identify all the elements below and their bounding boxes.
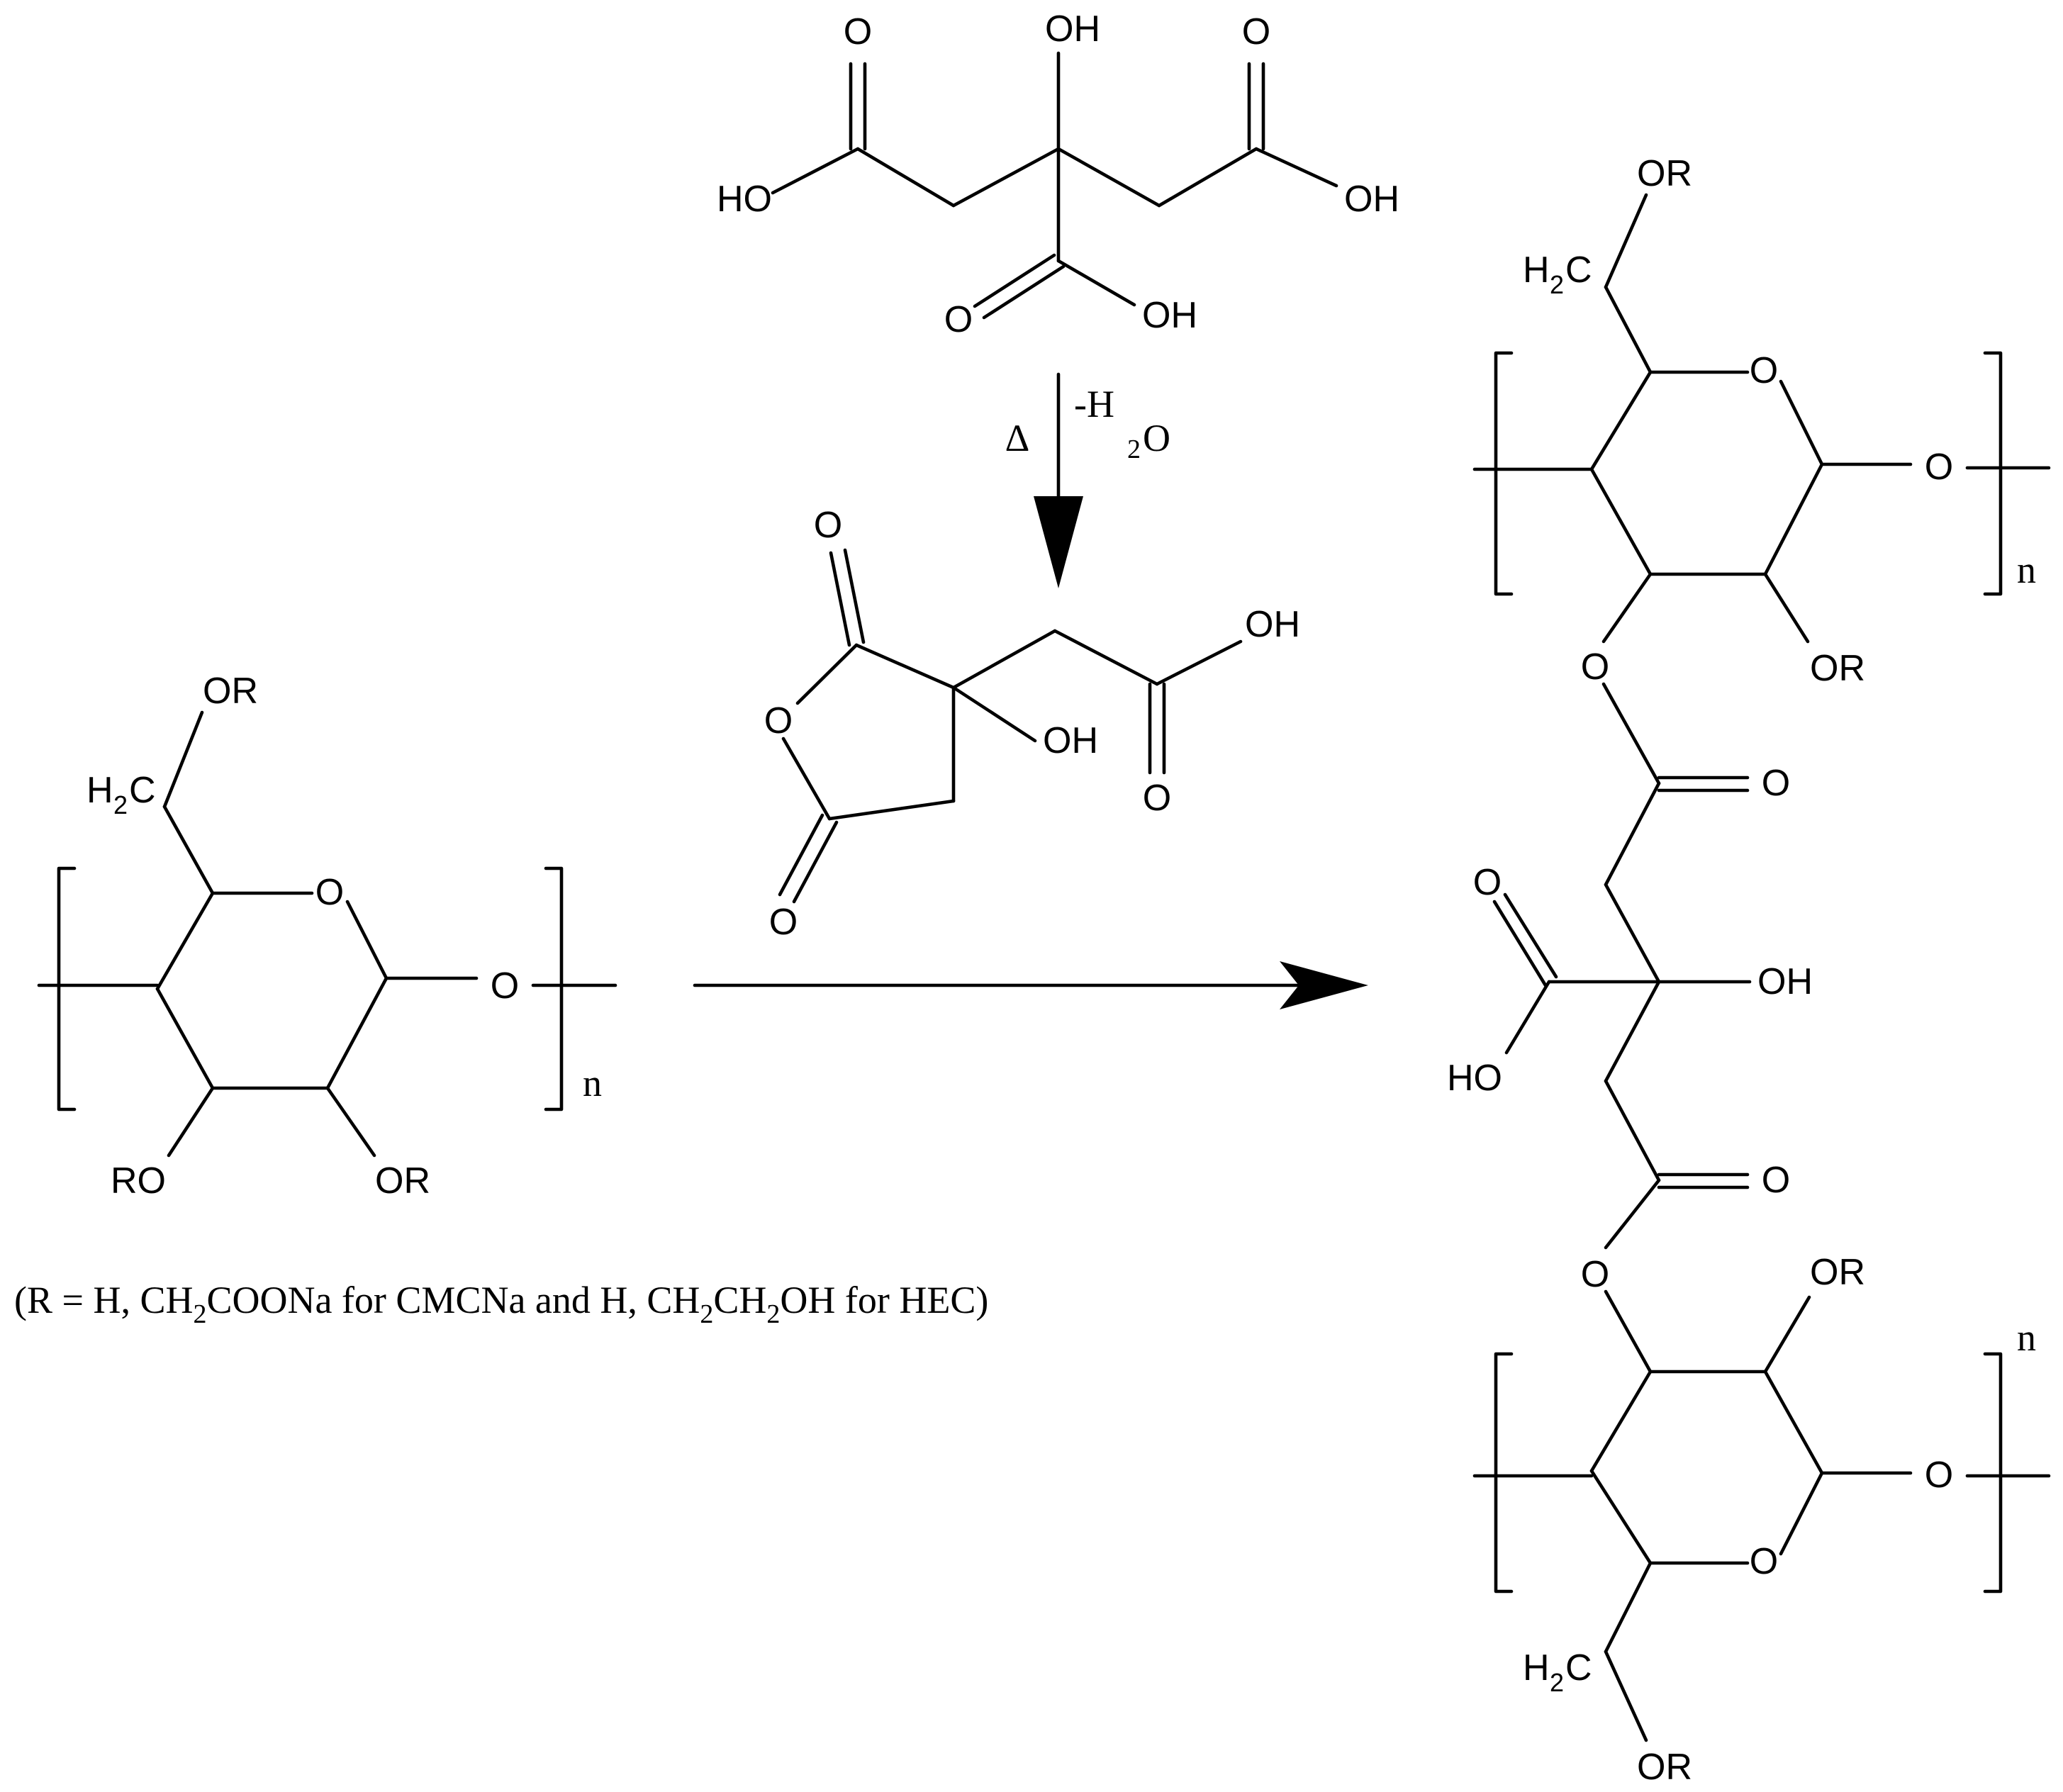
product-cellulose-unit-top: O O OR H 2 C OR n [1472,153,2051,689]
footnote-part4: OH for HEC) [780,1279,988,1321]
oxygen-label: O [1143,417,1170,459]
repeat-n-label: n [583,1062,602,1104]
reaction-arrow [693,961,1368,1009]
atom-label-or: OR [1810,1252,1865,1293]
product-cellulose-unit-bottom: OR O O H 2 C OR n [1472,1252,2051,1788]
ester-oxygen-label: O [1581,646,1609,688]
subscript-2: 2 [193,1299,206,1329]
atom-label-o: O [764,700,793,741]
glycosidic-oxygen-label: O [1925,1455,1953,1496]
footnote-part2: COONa for CMCNa and H, CH [206,1279,700,1321]
atom-label-ro: RO [111,1160,166,1202]
svg-text:(R = H, CH2COONa for CMCNa and: (R = H, CH2COONa for CMCNa and H, CH2CH2… [14,1279,988,1329]
atom-label-c: C [1565,1647,1592,1689]
atom-label-o: O [844,11,872,52]
subscript-2: 2 [1550,1668,1564,1697]
carbonyl-oxygen-label: O [1762,1160,1790,1201]
atom-label-h: H [86,770,113,811]
atom-label-h: H [1523,1647,1550,1689]
citric-acid: OH O O HO OH O OH [717,9,1399,340]
atom-label-or: OR [1810,648,1865,689]
atom-label-or: OR [1637,153,1692,194]
atom-label-oh: OH [1142,295,1197,336]
atom-label-oh: OH [1043,720,1098,761]
atom-label-or: OR [1637,1747,1692,1788]
atom-label-o: O [814,505,842,546]
atom-label-c: C [129,770,156,811]
atom-label-oh: OH [1344,179,1399,220]
atom-label-o: O [769,902,798,943]
subscript-2: 2 [700,1299,713,1329]
footnote-part1: (R = H, CH [14,1279,193,1321]
repeat-n-label: n [2017,549,2036,591]
citric-anhydride: O O O OH OH O [764,505,1300,943]
r-group-footnote: (R = H, CH2COONa for CMCNa and H, CH2CH2… [14,1279,988,1329]
carbonyl-oxygen-label: O [1762,763,1790,804]
glycosidic-oxygen-label: O [1925,447,1953,488]
cellulose-unit-left: O O OR H 2 C RO OR n [37,671,617,1202]
subscript-2: 2 [766,1299,780,1329]
subscript-2: 2 [1127,435,1141,464]
atom-label-o: O [1242,11,1270,52]
atom-label-o: O [944,299,973,340]
ring-oxygen-label: O [1750,350,1778,391]
ring-oxygen-label: O [315,872,344,913]
atom-label-ho: HO [1447,1058,1502,1099]
atom-label-or: OR [203,671,258,712]
dehydration-arrow: Δ -H 2 O [1005,372,1170,588]
atom-label-oh: OH [1245,604,1300,645]
atom-label-h: H [1523,250,1550,291]
atom-label-oh: OH [1757,961,1813,1002]
ester-oxygen-label: O [1581,1254,1609,1295]
footnote-part3: CH [713,1279,766,1321]
atom-label-o: O [1143,778,1171,819]
subscript-2: 2 [1550,270,1564,299]
ring-oxygen-label: O [1750,1541,1778,1582]
atom-label-or: OR [375,1160,430,1202]
repeat-n-label: n [2017,1316,2036,1359]
atom-label-oh: OH [1045,9,1100,50]
atom-label-c: C [1565,250,1592,291]
citrate-crosslink: O O O OH HO O O [1447,646,1813,1295]
heat-symbol: Δ [1005,417,1030,459]
carbonyl-oxygen-label: O [1473,862,1502,903]
minus-h-label: -H [1074,383,1114,425]
atom-label-ho: HO [717,179,772,220]
glycosidic-oxygen-label: O [491,965,519,1007]
subscript-2: 2 [113,790,128,819]
